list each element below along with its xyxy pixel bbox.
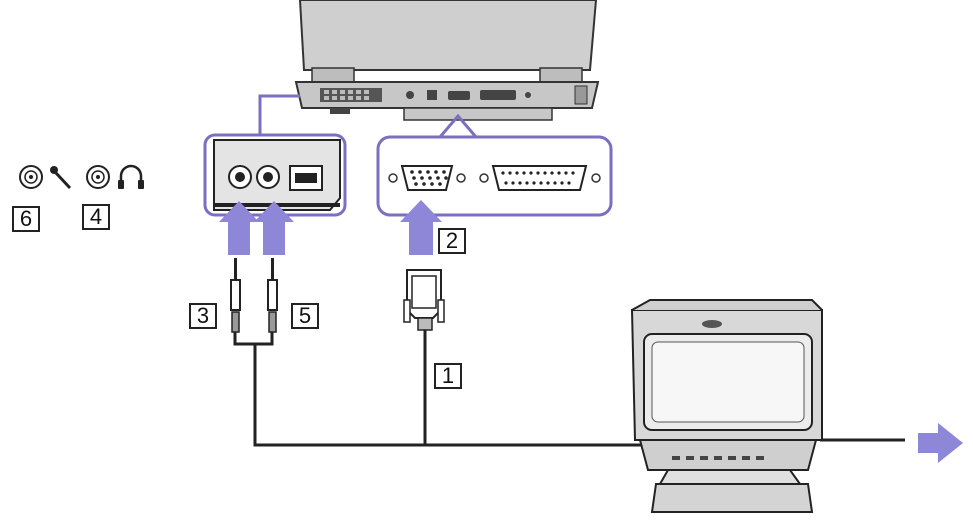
label-6: 6 [12,206,40,232]
label-3: 3 [189,303,217,329]
label-4: 4 [82,204,110,230]
label-5: 5 [291,303,319,329]
headphones-icon [118,164,144,189]
audio-ports-callout [203,94,347,217]
laptop [294,0,600,121]
arrow-mic [219,201,259,255]
cables [233,330,905,447]
label-1: 1 [434,363,462,389]
headphone-port-icon [86,165,110,189]
arrow-output [918,423,963,463]
headphone-plug [267,258,278,333]
crt-monitor [630,299,823,513]
vga-plug [403,269,445,331]
arrow-headphone [254,201,294,255]
label-2: 2 [438,228,466,254]
microphone-icon [50,166,72,190]
mic-plug [230,258,241,333]
arrow-vga [400,200,442,255]
mic-port-icon [19,165,43,189]
video-ports-callout [376,113,613,217]
insert-arrows [219,200,963,463]
